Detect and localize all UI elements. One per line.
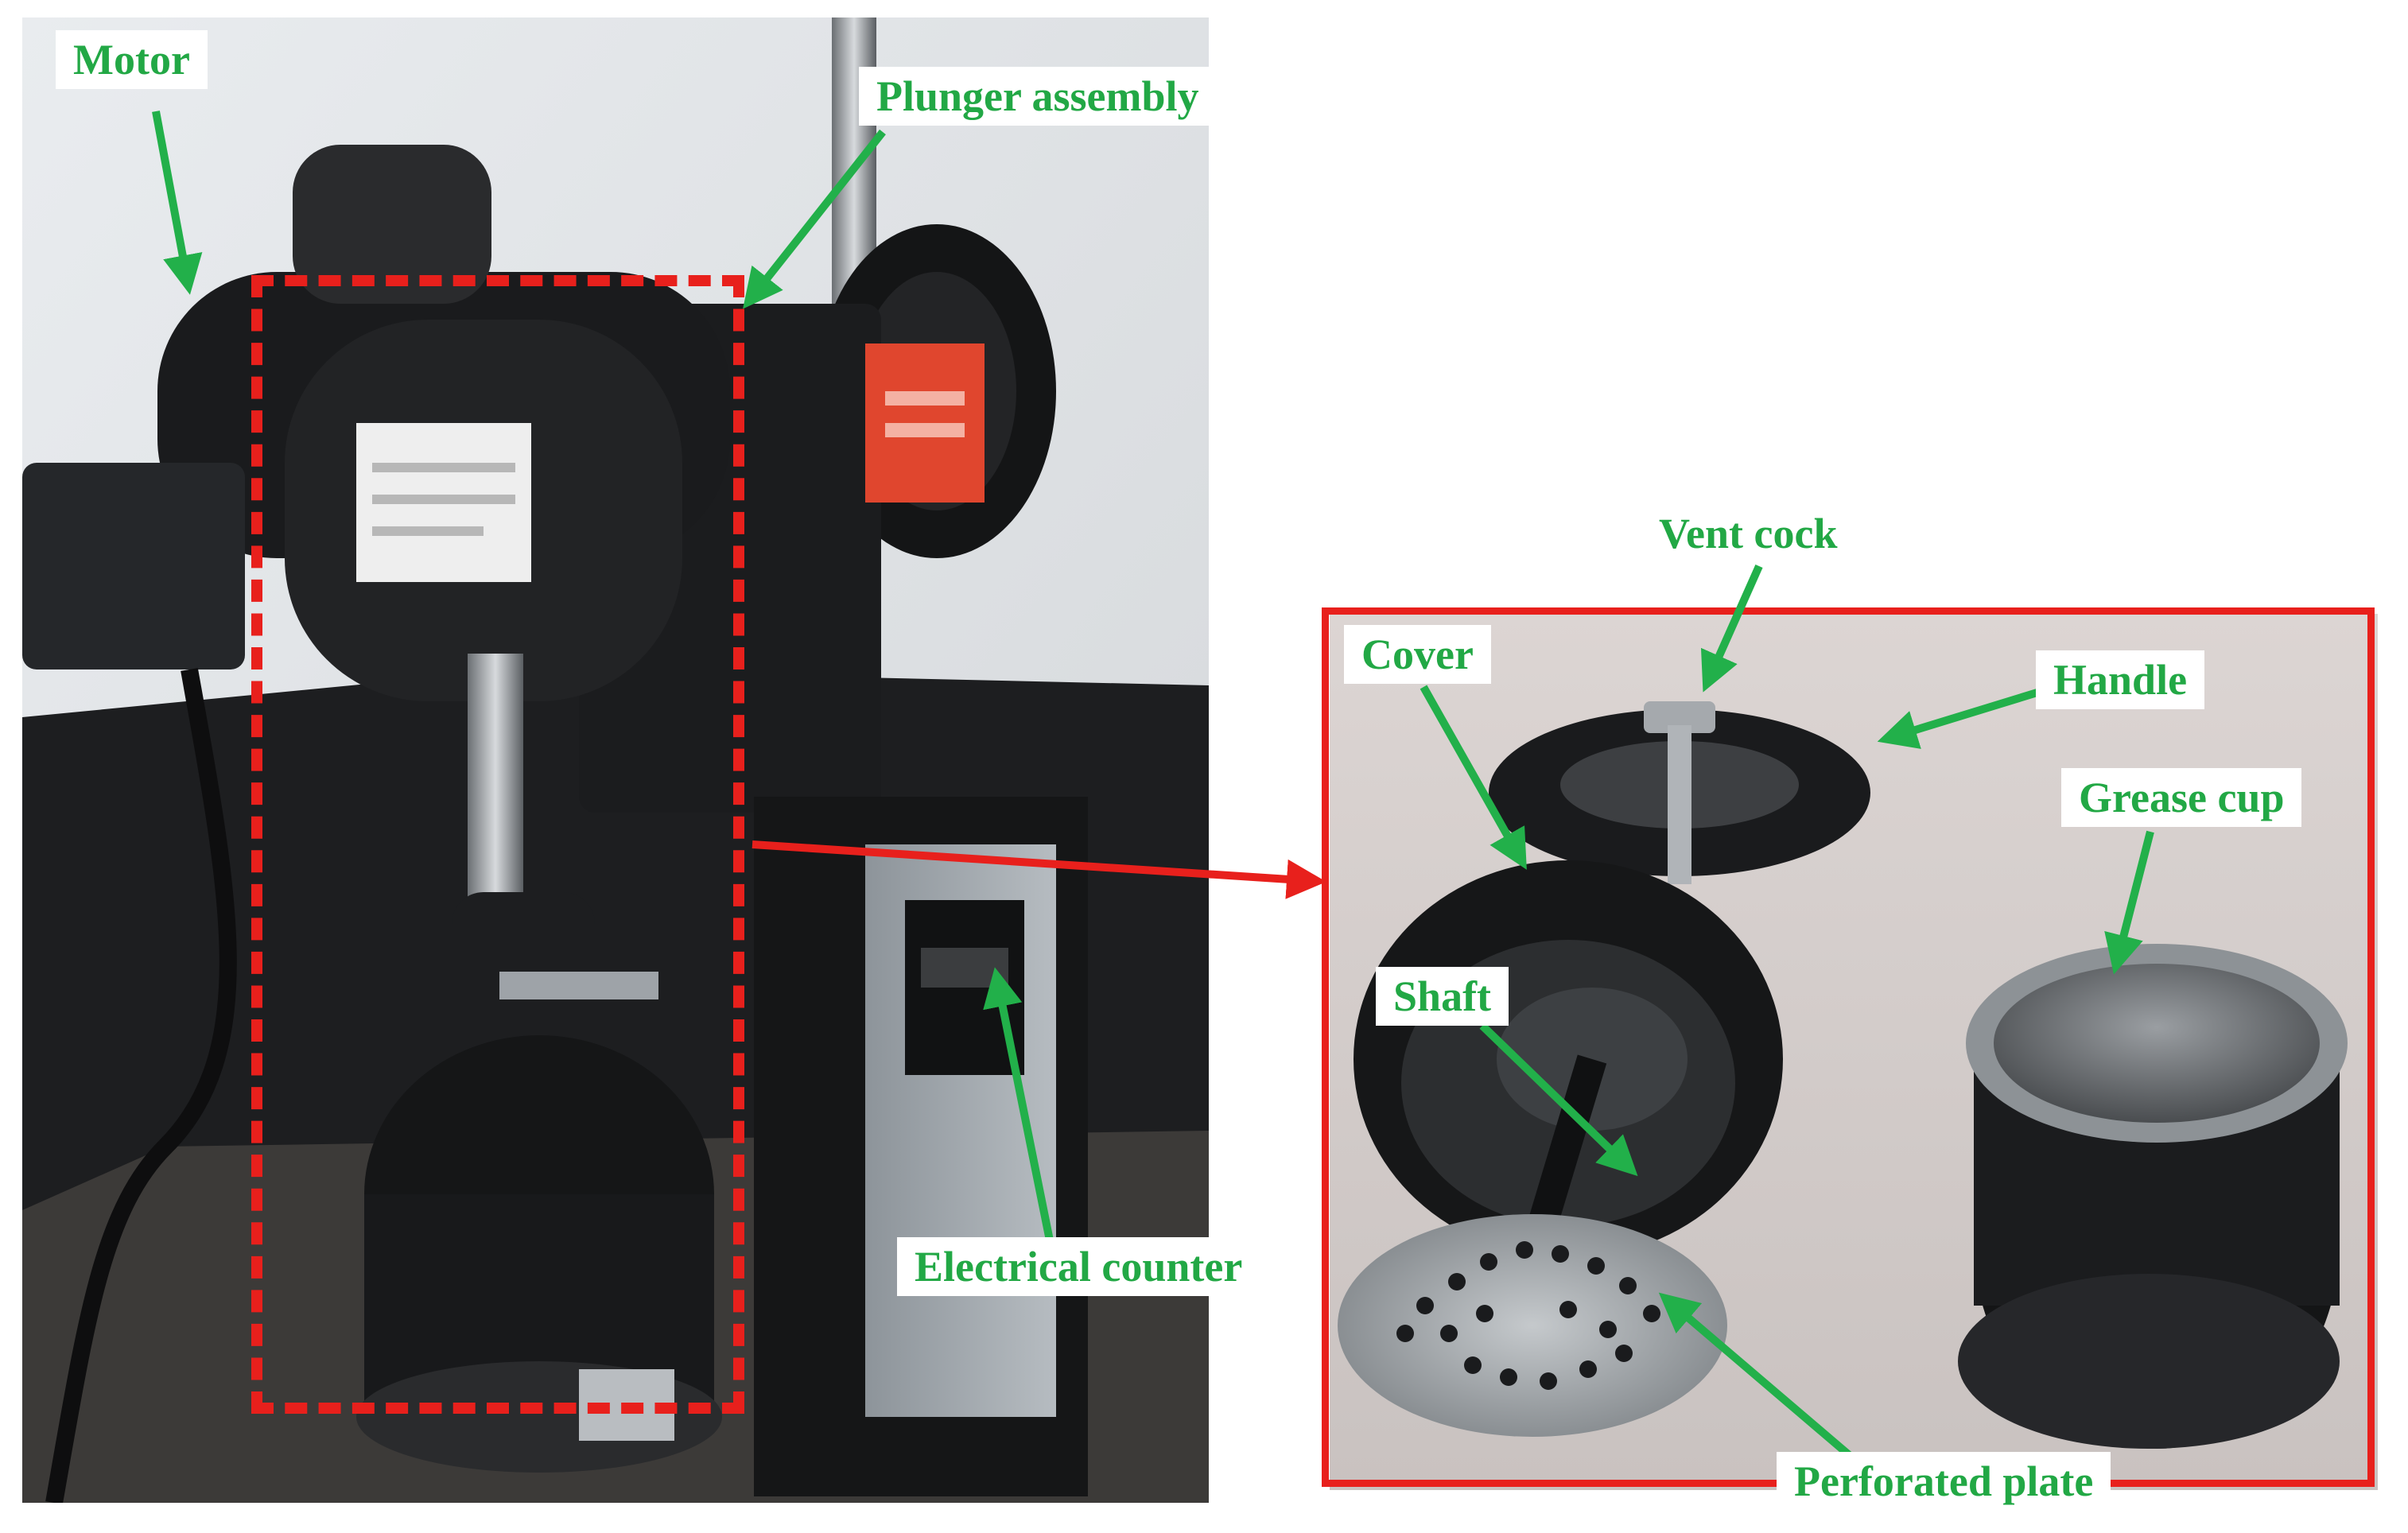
inset-connector-arrow bbox=[752, 840, 1326, 899]
label-vent-cock: Vent cock bbox=[1641, 504, 1855, 563]
label-cover: Cover bbox=[1344, 625, 1491, 684]
label-motor: Motor bbox=[56, 30, 208, 89]
motor-arrow bbox=[152, 111, 203, 295]
plunger-assembly-arrow bbox=[743, 129, 886, 309]
cover-arrow bbox=[1420, 685, 1527, 870]
label-shaft: Shaft bbox=[1376, 967, 1509, 1026]
vent-cock-arrow bbox=[1700, 564, 1763, 693]
perforated-plate-arrow bbox=[1658, 1292, 1856, 1461]
grease-cup-parts-photo bbox=[1330, 614, 2378, 1490]
label-plunger-assembly: Plunger assembly bbox=[859, 67, 1217, 126]
grease-cup-arrow bbox=[2104, 830, 2154, 975]
shaft-arrow bbox=[1479, 1023, 1638, 1177]
label-perforated-plate: Perforated plate bbox=[1777, 1452, 2111, 1511]
plunger-assembly-highlight-box bbox=[251, 275, 744, 1414]
label-handle: Handle bbox=[2036, 650, 2205, 709]
label-electrical-counter: Electrical counter bbox=[897, 1237, 1260, 1296]
electrical-counter-arrow bbox=[983, 967, 1054, 1241]
label-grease-cup: Grease cup bbox=[2061, 768, 2302, 827]
handle-arrow bbox=[1877, 685, 2052, 749]
